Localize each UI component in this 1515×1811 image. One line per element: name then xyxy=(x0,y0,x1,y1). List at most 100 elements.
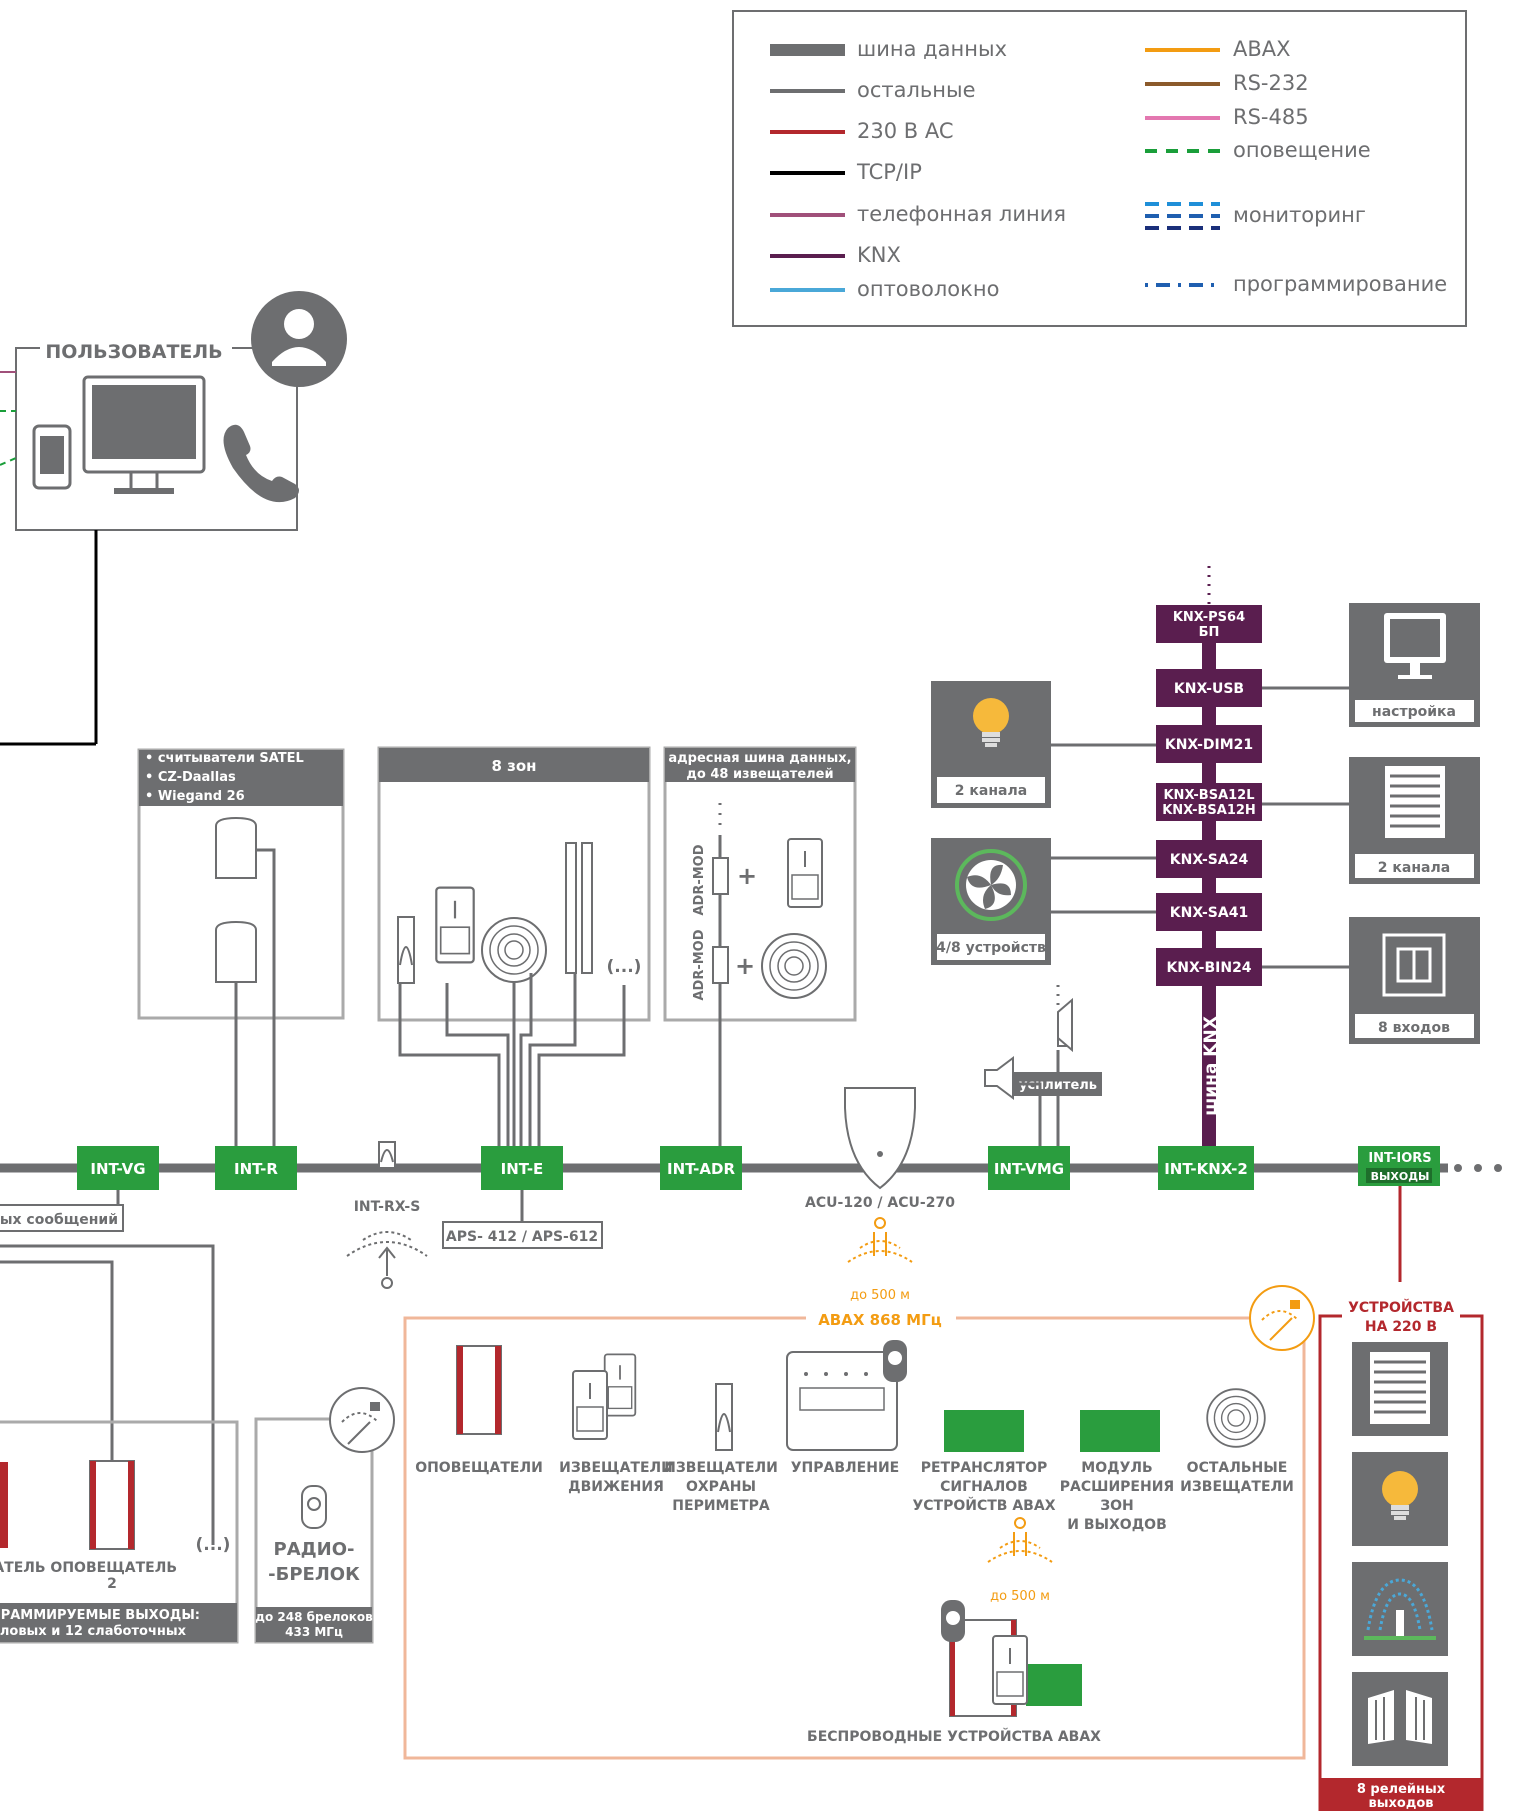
adr-mod-1: ADR-MOD xyxy=(692,844,707,915)
radio-line-2: -БРЕЛОК xyxy=(268,1564,360,1585)
handset-icon xyxy=(223,424,299,503)
legend-item-label: 230 В AC xyxy=(857,119,954,143)
user-title: ПОЛЬЗОВАТЕЛЬ xyxy=(45,341,222,363)
readers-line-2: • CZ-Daallas xyxy=(145,770,236,785)
plus-sign: + xyxy=(737,862,757,890)
siren-icon xyxy=(89,1460,135,1550)
knx-config-box: настройка xyxy=(1349,603,1480,727)
bus-module: INT-ADR xyxy=(660,1146,742,1190)
knx-module: KNX-BIN24 xyxy=(1156,948,1262,986)
adr-mod-2: ADR-MOD xyxy=(692,929,707,1000)
int-rx-s-label: INT-RX-S xyxy=(354,1199,421,1215)
abax-item-line: ДВИЖЕНИЯ xyxy=(568,1479,664,1495)
pir-detector-icon xyxy=(435,886,475,964)
expander-icon xyxy=(1080,1410,1160,1452)
readers-line-3: • Wiegand 26 xyxy=(145,789,245,804)
abax-item-line: МОДУЛЬ xyxy=(1081,1460,1152,1476)
legend-item-label: шина данных xyxy=(857,37,1007,61)
smoke-detector-icon xyxy=(761,933,827,999)
magnetic-contact-icon xyxy=(397,916,415,984)
knx-module: KNX-USB xyxy=(1156,669,1262,707)
outputs-sig-2: 2 xyxy=(107,1576,117,1592)
outputs-more: (...) xyxy=(196,1535,231,1555)
acu-range: до 500 м xyxy=(850,1288,910,1303)
bus-module-label: INT-E xyxy=(501,1160,544,1178)
abax-item-label: УПРАВЛЕНИЕ xyxy=(791,1460,899,1476)
knx-right-box-1: настройка xyxy=(1372,704,1456,720)
zones-block: 8 зон (...) APS- 412 / APS-612 xyxy=(377,746,651,1249)
bus-module: INT-KNX-2 xyxy=(1158,1146,1254,1190)
outputs-note-1: РАММИРУЕМЫЕ ВЫХОДЫ: xyxy=(1,1608,200,1623)
knx-module-label: KNX-BSA12H xyxy=(1162,803,1256,818)
siren-icon xyxy=(456,1345,502,1435)
radio-line-1: РАДИО- xyxy=(274,1539,355,1560)
fan-icon xyxy=(955,849,1027,921)
legend-item: RS-485 xyxy=(1145,105,1309,129)
abax-item-line: УПРАВЛЕНИЕ xyxy=(791,1460,899,1476)
legend-item-label: остальные xyxy=(857,78,976,102)
int-rx-s: INT-RX-S xyxy=(346,1141,428,1289)
legend-item-label: RS-485 xyxy=(1233,105,1309,129)
devices-220-footer-2: выходов xyxy=(1369,1796,1434,1811)
abax-item-line: СИГНАЛОВ xyxy=(940,1479,1028,1495)
legend-item-label: RS-232 xyxy=(1233,71,1309,95)
vg-extra: ых сообщений xyxy=(0,1190,215,1545)
wireless-signal-icon xyxy=(346,1231,428,1289)
legend-item: KNX xyxy=(770,243,901,267)
knx-module-label: KNX-DIM21 xyxy=(1165,737,1253,753)
legend-item: телефонная линия xyxy=(770,202,1066,226)
bus-module-label: INT-ADR xyxy=(667,1160,735,1178)
switch-icon xyxy=(1382,933,1446,997)
radio-note-1: до 248 брелоков xyxy=(255,1610,373,1624)
monitor-icon xyxy=(82,375,206,494)
legend-item-label: телефонная линия xyxy=(857,202,1066,226)
legend-item: 230 В AC xyxy=(770,119,954,143)
knx-dimmer-box: 2 канала xyxy=(931,681,1051,808)
int-iors: INT-IORS ВЫХОДЫ xyxy=(1358,1146,1440,1282)
legend-item: шина данных xyxy=(770,37,1007,61)
abax-range: до 500 м xyxy=(990,1589,1050,1604)
wireless-signal-icon xyxy=(847,1217,913,1263)
adr-block: адресная шина данных, до 48 извещателей … xyxy=(663,746,857,1146)
abax-item-line: ЗОН xyxy=(1100,1498,1134,1514)
devices-220-block: УСТРОЙСТВА НА 220 В xyxy=(1318,1299,1484,1811)
legend-item-label: программирование xyxy=(1233,272,1447,296)
bus-module: INT-E xyxy=(481,1146,563,1190)
reader-icon xyxy=(215,816,257,879)
knx-right-box-2: 2 канала xyxy=(1378,860,1450,876)
bus-module-label: INT-VG xyxy=(90,1160,145,1178)
legend-item: программирование xyxy=(1145,272,1447,296)
knx-right-box-3: 8 входов xyxy=(1378,1020,1450,1036)
vmg-block: усилитель xyxy=(984,985,1102,1146)
int-iors-sub: ВЫХОДЫ xyxy=(1371,1170,1430,1183)
user-block: ПОЛЬЗОВАТЕЛЬ xyxy=(0,291,347,746)
legend-item: ABAX xyxy=(1145,37,1291,61)
devices-220-title-1: УСТРОЙСТВА xyxy=(1348,1299,1454,1316)
speaker-icon xyxy=(984,1056,1014,1100)
acu-block: ACU-120 / ACU-270 до 500 м xyxy=(805,1087,955,1303)
abax-item-line: ПЕРИМЕТРА xyxy=(672,1498,770,1514)
perimeter-detector-icon xyxy=(715,1383,733,1451)
abax-item-line: РАСШИРЕНИЯ xyxy=(1060,1479,1174,1495)
knx-module-label: KNX-SA41 xyxy=(1170,905,1248,921)
devices-220-title-2: НА 220 В xyxy=(1365,1319,1437,1335)
bus-module-label: INT-VMG xyxy=(994,1160,1064,1178)
knx-module-label: KNX-PS64 xyxy=(1173,610,1245,625)
abax-item-line: ОПОВЕЩАТЕЛИ xyxy=(415,1460,543,1476)
zones-more: (...) xyxy=(607,957,642,977)
wireless-lock-icon xyxy=(329,1387,395,1453)
knx-fan-box: 4/8 устройств xyxy=(931,838,1051,965)
legend: шина данных остальные 230 В AC TCP/IP телефо… xyxy=(732,10,1467,327)
legend-item-label: оповещение xyxy=(1233,138,1371,162)
wireless-devices-icon xyxy=(941,1600,1082,1717)
knx-module: KNX-DIM21 xyxy=(1156,725,1262,763)
knx-module-label: KNX-USB xyxy=(1174,681,1244,697)
legend-item: TCP/IP xyxy=(770,160,922,184)
knx-left-box-2: 4/8 устройств xyxy=(936,940,1046,956)
